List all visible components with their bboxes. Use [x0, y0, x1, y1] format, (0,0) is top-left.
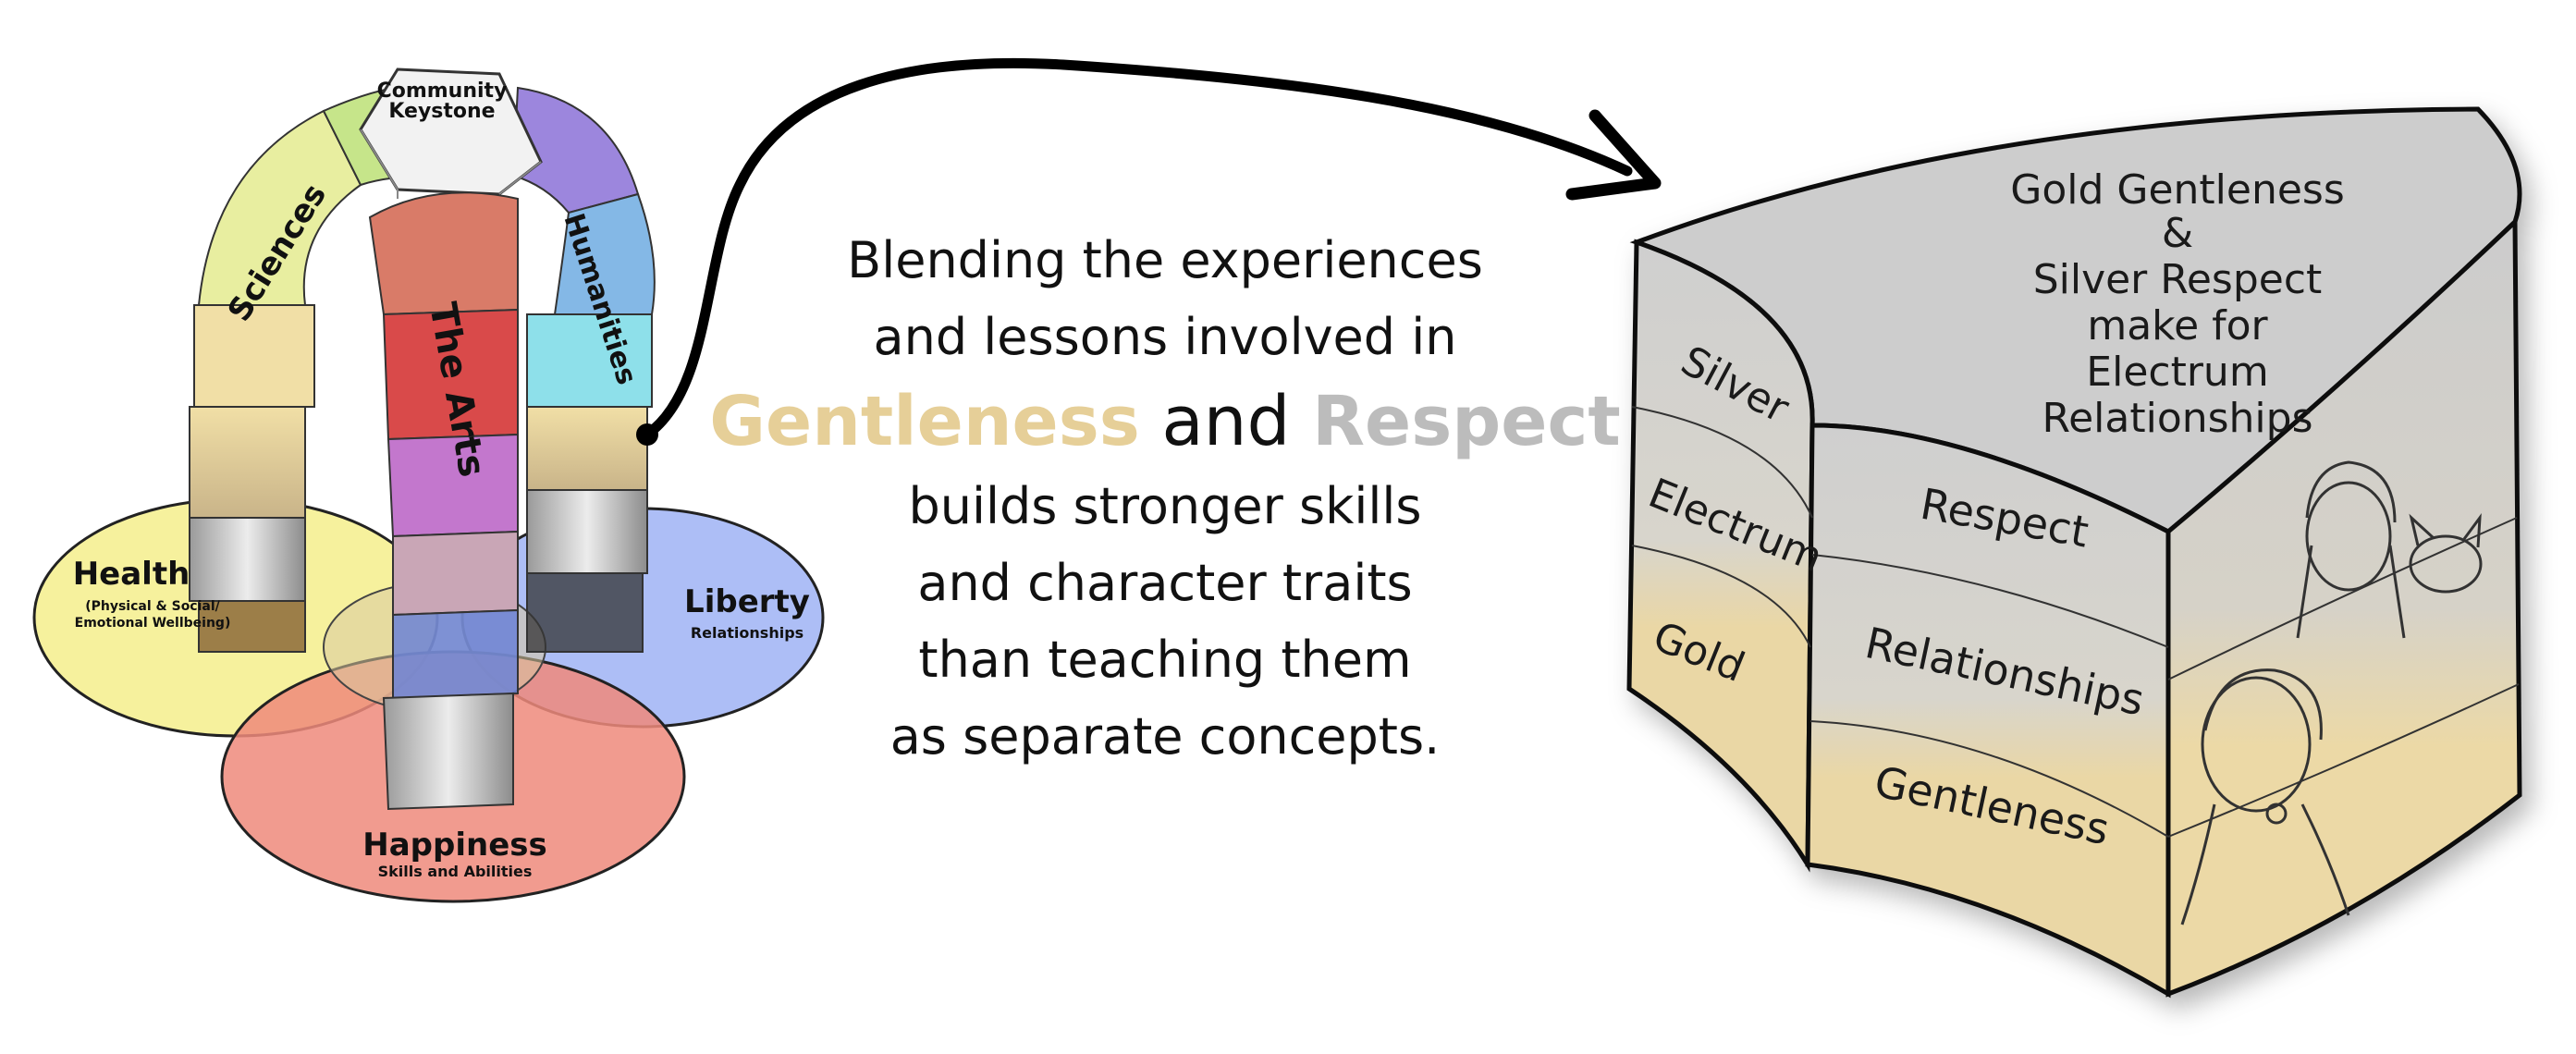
top-line-5: Electrum: [2086, 349, 2268, 396]
electrum-cylinder: [1626, 106, 2522, 999]
gentleness-word: Gentleness: [709, 382, 1140, 461]
top-line-6: Relationships: [2042, 395, 2312, 442]
center-line-1: Blending the experiences: [847, 231, 1483, 289]
venn-health-title: Health: [73, 556, 190, 593]
arch-keystone: [359, 67, 543, 199]
keystone-label-2: Keystone: [388, 100, 495, 123]
arch-arts-pillar: [368, 191, 519, 811]
connector-arrow: [636, 57, 1662, 446]
center-line-4: builds stronger skills: [908, 477, 1422, 535]
keystone-label-1: Community: [377, 80, 508, 103]
venn-liberty-sub: Relationships: [691, 624, 803, 642]
arch-right-pillar: [526, 313, 653, 653]
center-line-6: than teaching them: [918, 631, 1412, 689]
venn-liberty-title: Liberty: [684, 583, 810, 620]
venn-health-sub-1: (Physical & Social/: [85, 599, 220, 614]
top-line-1: Gold Gentleness: [2010, 166, 2345, 214]
venn-health-sub-2: Emotional Wellbeing): [75, 616, 231, 631]
venn-arch-diagram: Community Keystone Sciences Humanities T…: [32, 67, 825, 903]
arch-left-pillar: [189, 304, 315, 653]
venn-happiness-sub: Skills and Abilities: [378, 863, 533, 880]
top-line-4: make for: [2087, 302, 2268, 349]
portrait-sketches: [2180, 460, 2483, 925]
arrow-head: [1565, 109, 1662, 201]
venn-happiness-title: Happiness: [362, 827, 546, 864]
respect-word: Respect: [1312, 382, 1621, 461]
center-line-2: and lessons involved in: [873, 308, 1457, 366]
center-statement: Blending the experiences and lessons inv…: [703, 222, 1627, 775]
center-line-3: Gentleness and Respect: [703, 375, 1627, 468]
and-word: and: [1161, 382, 1291, 461]
center-line-7: as separate concepts.: [889, 707, 1441, 766]
top-line-3: Silver Respect: [2033, 256, 2323, 303]
center-line-5: and character traits: [917, 554, 1413, 612]
top-line-2: &: [2162, 210, 2193, 257]
